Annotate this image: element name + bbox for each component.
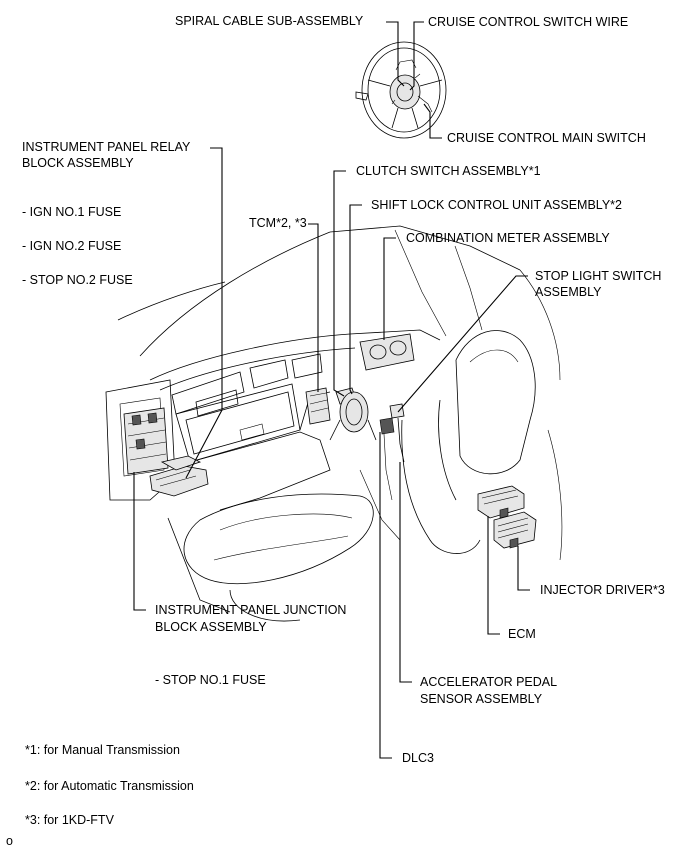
label-instrument-panel-relay-line2: BLOCK ASSEMBLY bbox=[22, 156, 134, 170]
label-ign-no1-fuse: - IGN NO.1 FUSE bbox=[22, 205, 122, 219]
footnote-2: *2: for Automatic Transmission bbox=[25, 779, 194, 793]
label-cruise-control-switch-wire: CRUISE CONTROL SWITCH WIRE bbox=[428, 15, 629, 29]
injector-driver-illustration bbox=[493, 511, 537, 549]
label-stop-no1-fuse: - STOP NO.1 FUSE bbox=[155, 673, 266, 687]
figure-code: o bbox=[6, 834, 13, 848]
label-clutch-switch: CLUTCH SWITCH ASSEMBLY*1 bbox=[356, 164, 541, 178]
label-combination-meter: COMBINATION METER ASSEMBLY bbox=[406, 231, 610, 245]
leader-lines bbox=[133, 21, 530, 759]
label-ecm: ECM bbox=[508, 627, 536, 641]
label-tcm: TCM*2, *3 bbox=[249, 216, 307, 230]
ecm-illustration bbox=[477, 485, 525, 519]
label-stop-no2-fuse: - STOP NO.2 FUSE bbox=[22, 273, 133, 287]
footnote-1: *1: for Manual Transmission bbox=[25, 743, 180, 757]
label-shift-lock-control-unit: SHIFT LOCK CONTROL UNIT ASSEMBLY*2 bbox=[371, 198, 622, 212]
label-dlc3: DLC3 bbox=[402, 751, 434, 765]
steering-wheel-illustration bbox=[355, 41, 447, 139]
label-accelerator-pedal-line2: SENSOR ASSEMBLY bbox=[420, 692, 543, 706]
label-ign-no2-fuse: - IGN NO.2 FUSE bbox=[22, 239, 122, 253]
footnote-3: *3: for 1KD-FTV bbox=[25, 813, 114, 827]
label-instrument-panel-relay-line1: INSTRUMENT PANEL RELAY bbox=[22, 140, 191, 154]
label-instrument-panel-junction-line1: INSTRUMENT PANEL JUNCTION bbox=[155, 603, 347, 617]
junction-block-illustration bbox=[123, 407, 209, 497]
label-stop-light-switch-line1: STOP LIGHT SWITCH bbox=[535, 269, 662, 283]
label-instrument-panel-junction-line2: BLOCK ASSEMBLY bbox=[155, 620, 267, 634]
dashboard-illustration bbox=[105, 225, 563, 622]
label-spiral-cable: SPIRAL CABLE SUB-ASSEMBLY bbox=[175, 14, 364, 28]
combination-meter-illustration bbox=[359, 333, 415, 371]
label-injector-driver: INJECTOR DRIVER*3 bbox=[540, 583, 665, 597]
label-stop-light-switch-line2: ASSEMBLY bbox=[535, 285, 602, 299]
center-console-components bbox=[305, 387, 405, 501]
label-cruise-control-main-switch: CRUISE CONTROL MAIN SWITCH bbox=[447, 131, 646, 145]
label-accelerator-pedal-line1: ACCELERATOR PEDAL bbox=[420, 675, 558, 689]
